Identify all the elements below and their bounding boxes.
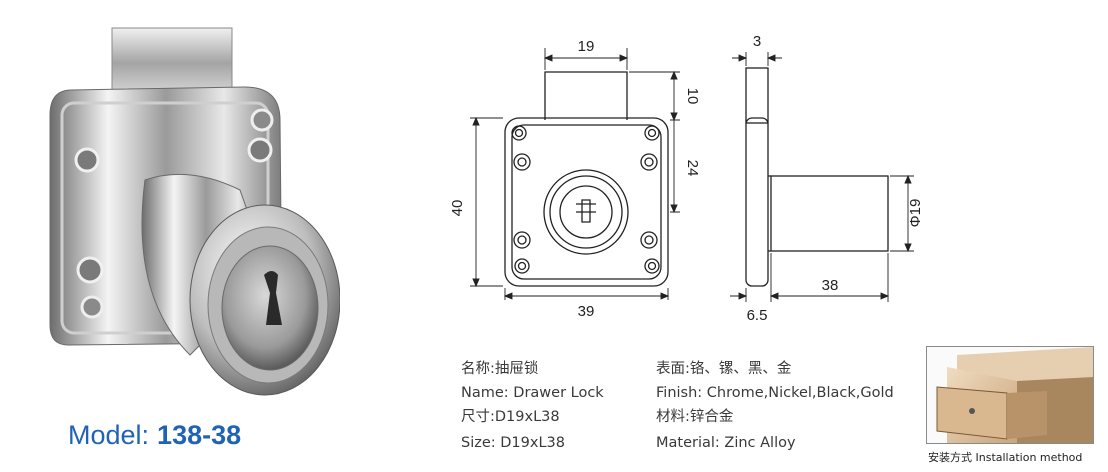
installation-illustration	[926, 346, 1094, 444]
spec-name-cn: 名称:抽屉锁	[461, 361, 539, 377]
spec-material-en: Material: Zinc Alloy	[656, 435, 796, 451]
model-number: 138-38	[157, 420, 242, 450]
spec-material-cn: 材料:锌合金	[656, 409, 734, 425]
dim-cylinder-length: 38	[822, 277, 839, 294]
dim-plate-thickness: 3	[753, 33, 761, 50]
spec-finish-cn: 表面:铬、镙、黑、金	[656, 361, 792, 377]
model-prefix: Model:	[68, 420, 150, 450]
dim-plate-depth: 6.5	[747, 307, 768, 324]
dim-total-height: 40	[449, 200, 466, 217]
dim-top-width: 19	[578, 38, 595, 55]
spec-size-en: Size: D19xL38	[461, 435, 565, 451]
dim-cylinder-diameter: Φ19	[907, 199, 924, 228]
spec-name-en: Name: Drawer Lock	[461, 385, 604, 401]
dim-top-height: 10	[684, 88, 701, 105]
drawer-illustration	[936, 347, 1093, 443]
lock-product-photo	[49, 27, 340, 396]
dim-base-width: 39	[578, 303, 595, 320]
dim-mid-height: 24	[684, 160, 701, 177]
spec-size-cn: 尺寸:D19xL38	[461, 409, 560, 425]
installation-caption: 安装方式 Installation method	[928, 451, 1083, 464]
spec-finish-en: Finish: Chrome,Nickel,Black,Gold	[656, 385, 894, 401]
model-label: Model:138-38	[68, 420, 241, 451]
